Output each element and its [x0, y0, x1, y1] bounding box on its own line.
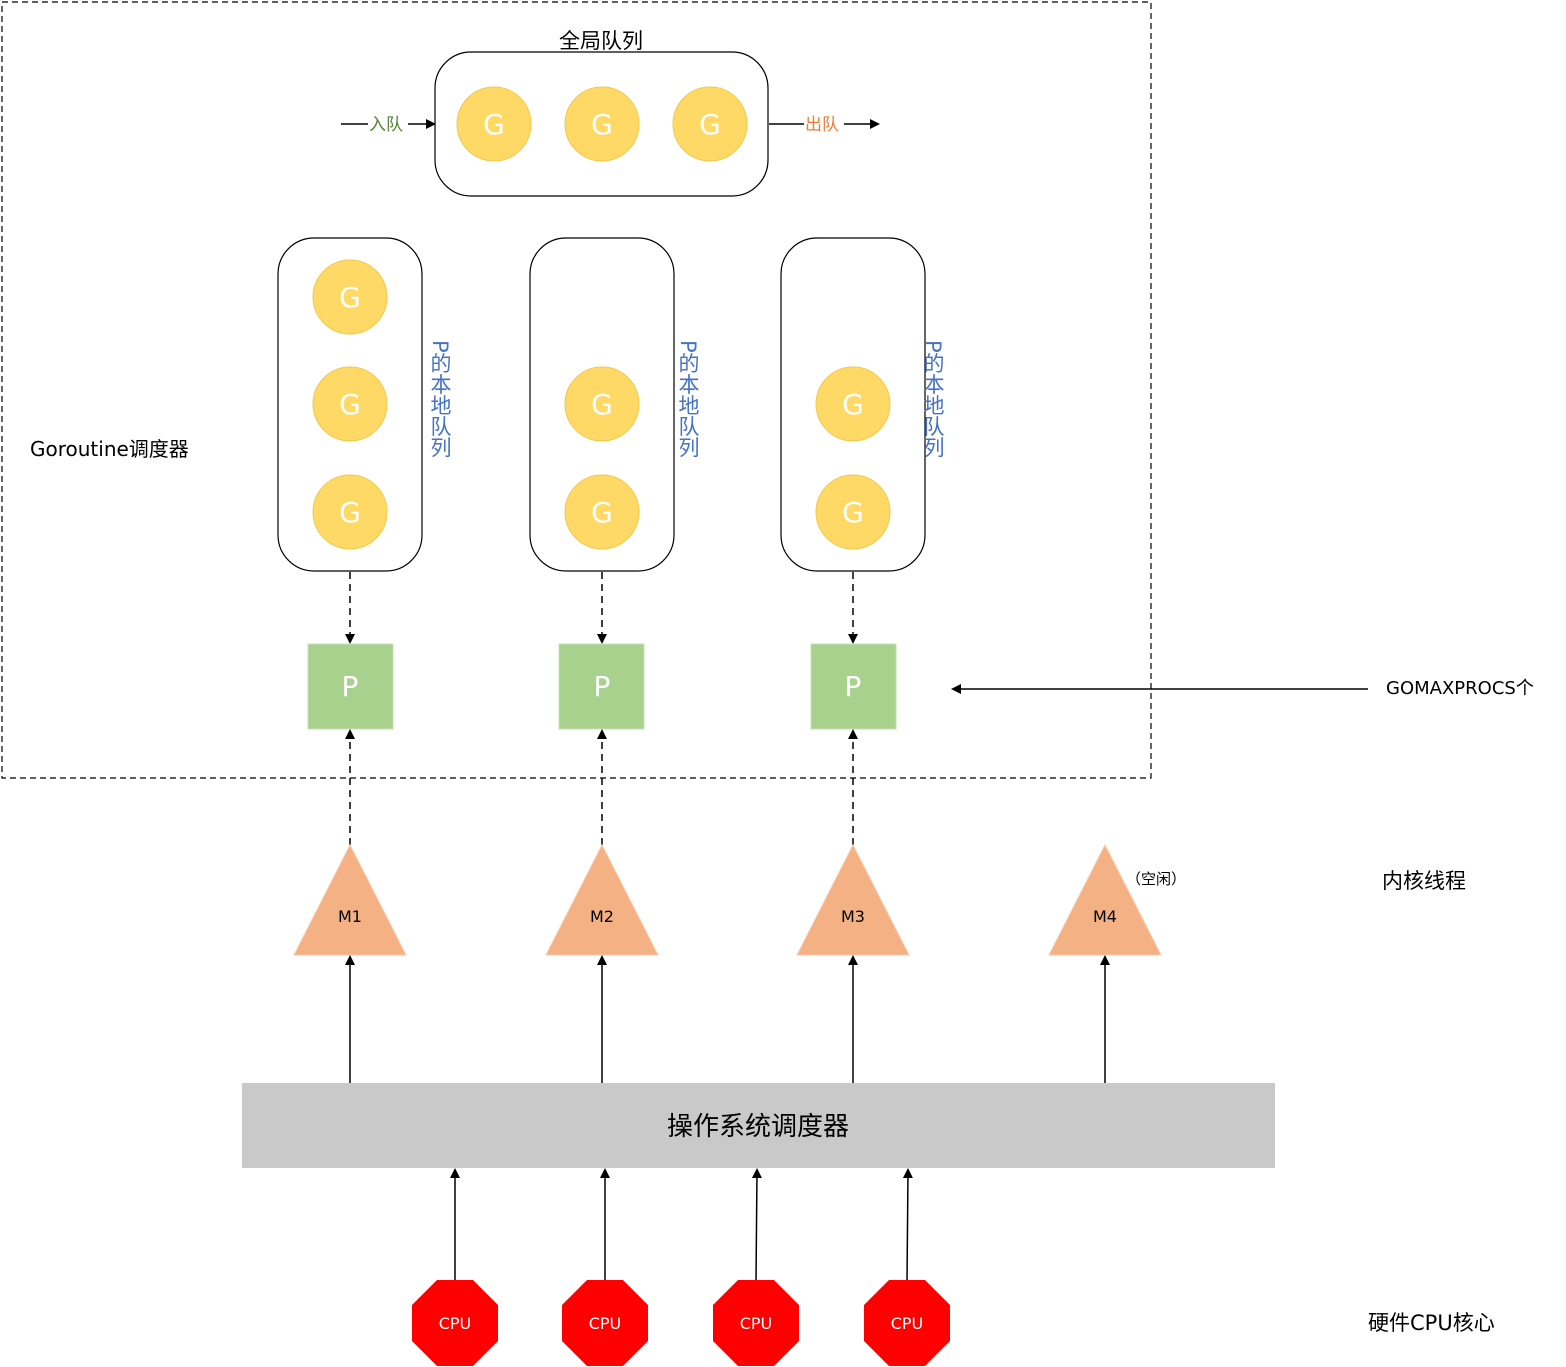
goroutine-label: G	[842, 496, 864, 529]
local-queue-2-goroutine-2: G	[564, 474, 640, 550]
global-queue-goroutine-3: G	[672, 86, 748, 162]
cpu-label: CPU	[589, 1314, 622, 1333]
global-queue-goroutine-1: G	[456, 86, 532, 162]
local-queue-label-3: P的本地队列	[921, 340, 945, 458]
kernel-thread-label: M4	[1093, 907, 1117, 926]
kernel-thread-m3: M3	[796, 843, 910, 956]
goroutine-label: G	[339, 388, 361, 421]
local-queue-2-goroutine-1: G	[564, 366, 640, 442]
kernel-thread-label: M2	[590, 907, 614, 926]
kernel-thread-label: M3	[841, 907, 865, 926]
global-queue-title: 全局队列	[559, 29, 643, 53]
os-scheduler-bar	[242, 1083, 1275, 1168]
goroutine-scheduler-boundary	[1, 1, 1152, 779]
goroutine-label: G	[591, 388, 613, 421]
cpu-label: CPU	[891, 1314, 924, 1333]
idle-note: （空闲）	[1126, 870, 1186, 888]
enqueue-label: 入队	[369, 115, 403, 135]
global-queue-goroutine-2: G	[564, 86, 640, 162]
processor-label: P	[594, 670, 611, 703]
processor-label: P	[845, 670, 862, 703]
cpu-to-os-arrow-3	[751, 1168, 762, 1283]
hardware-cpu-label: 硬件CPU核心	[1368, 1311, 1495, 1335]
goroutine-label: G	[339, 496, 361, 529]
local-queue-label-1: P的本地队列	[428, 340, 452, 458]
goroutine-scheduler-label: Goroutine调度器	[30, 437, 189, 461]
processor-3: P	[810, 643, 897, 730]
goroutine-label: G	[842, 388, 864, 421]
goroutine-label: G	[591, 108, 613, 141]
cpu-core-2: CPU	[562, 1280, 648, 1366]
processor-1: P	[307, 643, 394, 730]
cpu-label: CPU	[439, 1314, 472, 1333]
goroutine-label: G	[591, 496, 613, 529]
os-scheduler-label: 操作系统调度器	[667, 1112, 849, 1142]
cpu-core-1: CPU	[412, 1280, 498, 1366]
kernel-thread-m4: M4	[1048, 843, 1162, 956]
kernel-threads-label: 内核线程	[1382, 869, 1466, 893]
cpu-core-4: CPU	[864, 1280, 950, 1366]
processor-2: P	[558, 643, 645, 730]
local-queue-label-2: P的本地队列	[676, 340, 700, 458]
local-queue-3-goroutine-2: G	[815, 474, 891, 550]
kernel-thread-m1: M1	[293, 843, 407, 956]
gomaxprocs-label: GOMAXPROCS个	[1386, 678, 1534, 699]
goroutine-label: G	[483, 108, 505, 141]
local-queue-3-goroutine-1: G	[815, 366, 891, 442]
local-queue-1-goroutine-3: G	[312, 474, 388, 550]
local-queue-1-goroutine-1: G	[312, 259, 388, 335]
local-queue-1-goroutine-2: G	[312, 366, 388, 442]
kernel-thread-m2: M2	[545, 843, 659, 956]
goroutine-label: G	[699, 108, 721, 141]
goroutine-label: G	[339, 281, 361, 314]
dequeue-label: 出队	[805, 115, 839, 135]
processor-label: P	[342, 670, 359, 703]
cpu-core-3: CPU	[713, 1280, 799, 1366]
cpu-to-os-arrow-4	[902, 1168, 913, 1283]
cpu-label: CPU	[740, 1314, 773, 1333]
kernel-thread-label: M1	[338, 907, 362, 926]
